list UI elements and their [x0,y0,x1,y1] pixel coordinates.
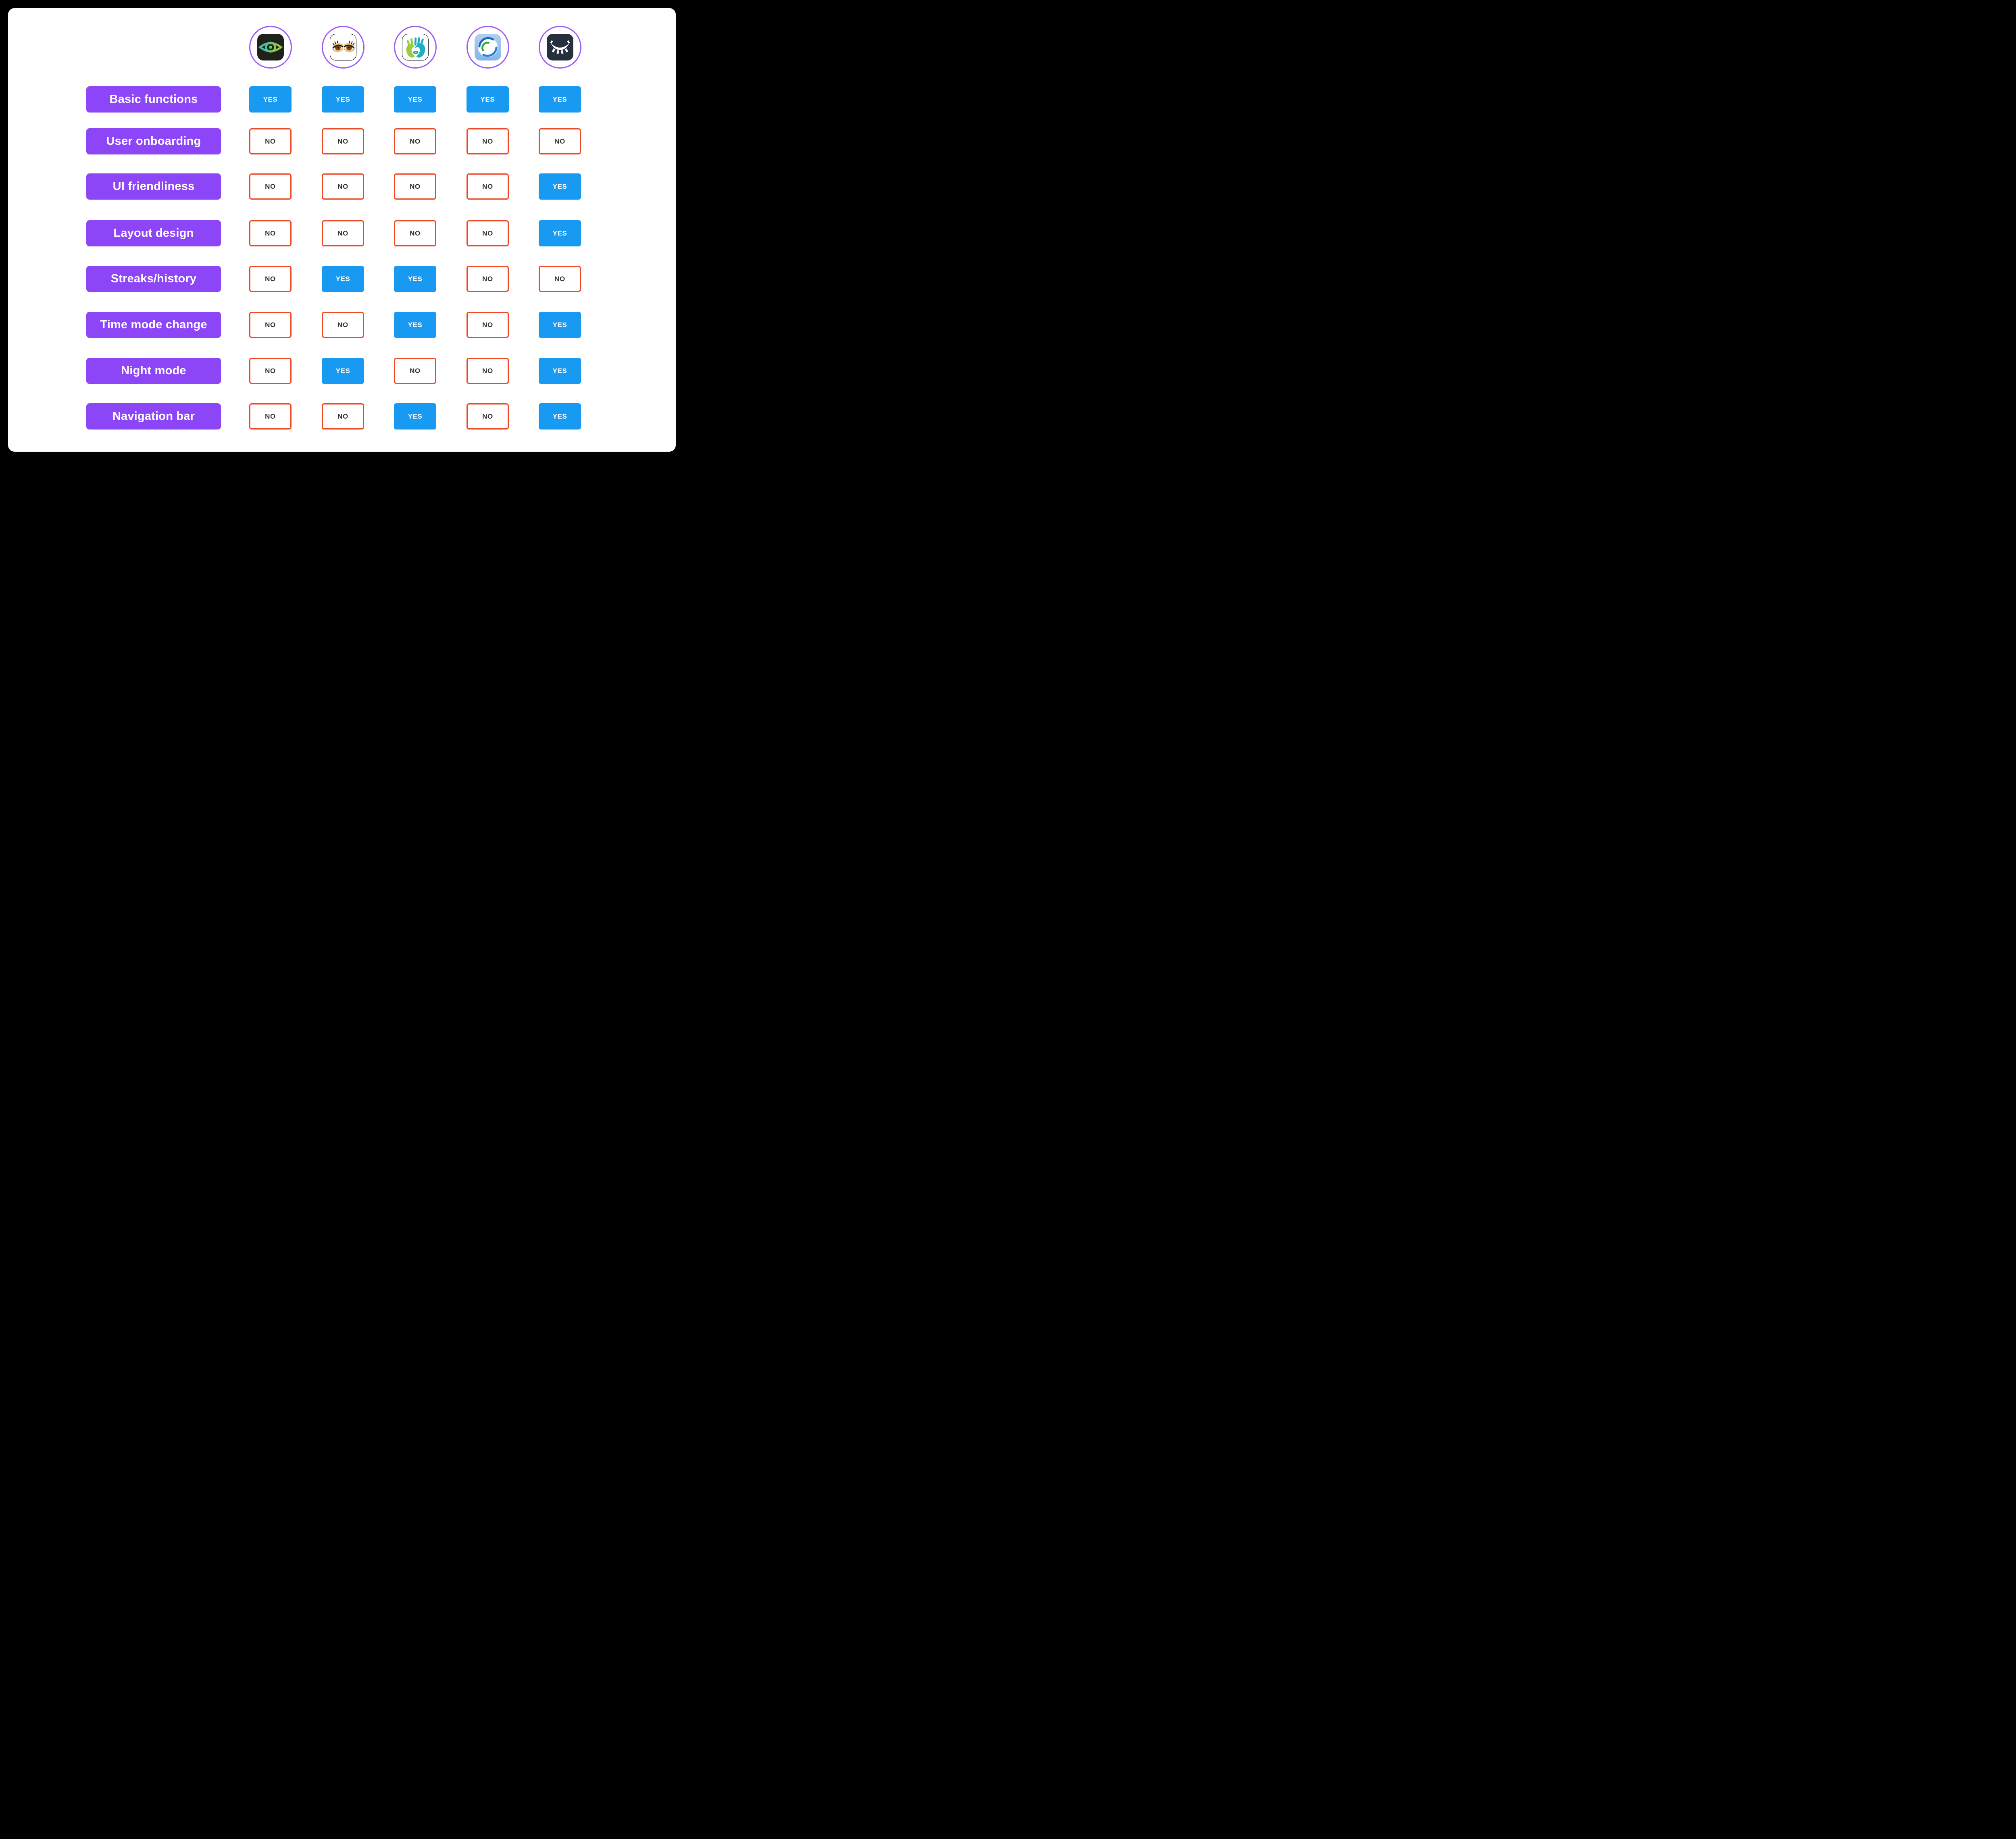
matrix-cell: NO [394,128,436,154]
matrix-cell: NO [322,403,364,430]
blue-swirl-icon [475,34,501,60]
matrix-cell: NO [467,173,509,200]
closed-eye-icon [547,34,573,60]
matrix-cell: NO [249,358,292,384]
feature-row: Time mode change NO NO YES NO YES [8,312,676,338]
matrix-cell: NO [249,220,292,246]
matrix-cell: YES [322,266,364,292]
matrix-cell: YES [539,358,581,384]
app-icon-circle-4 [467,26,509,69]
feature-label: Basic functions [86,86,221,113]
matrix-cell: YES [322,86,364,113]
feature-row: Basic functions YES YES YES YES YES [8,86,676,113]
matrix-cell: YES [394,266,436,292]
comparison-card: Basic functions YES YES YES YES YES User… [8,8,676,452]
matrix-cell: NO [322,173,364,200]
matrix-cell: NO [539,266,581,292]
matrix-cell: NO [467,128,509,154]
matrix-cell: NO [394,173,436,200]
matrix-cell: NO [249,128,292,154]
matrix-cell: YES [539,173,581,200]
matrix-cell: NO [394,220,436,246]
matrix-cell: YES [322,358,364,384]
app-icon-circle-5 [539,26,581,69]
realistic-eyes-icon [330,34,356,60]
matrix-cell: NO [467,358,509,384]
hands-heart-eye-icon [402,34,429,60]
feature-label: Night mode [86,358,221,384]
matrix-cell: NO [539,128,581,154]
gradient-eye-icon [257,34,284,60]
feature-label: Navigation bar [86,403,221,430]
matrix-cell: YES [539,220,581,246]
matrix-cell: NO [249,266,292,292]
app-icon-circle-1 [249,26,292,69]
feature-row: Layout design NO NO NO NO YES [8,220,676,246]
feature-row: User onboarding NO NO NO NO NO [8,128,676,154]
matrix-cell: NO [322,128,364,154]
matrix-cell: YES [394,403,436,430]
app-icon-circle-3 [394,26,437,69]
feature-label: Streaks/history [86,266,221,292]
matrix-cell: YES [539,312,581,338]
matrix-cell: NO [249,403,292,430]
matrix-cell: NO [467,220,509,246]
matrix-cell: YES [467,86,509,113]
matrix-cell: YES [539,403,581,430]
feature-row: Navigation bar NO NO YES NO YES [8,403,676,430]
feature-label: UI friendliness [86,173,221,200]
matrix-cell: NO [249,173,292,200]
matrix-cell: NO [322,220,364,246]
matrix-cell: NO [467,312,509,338]
feature-label: Layout design [86,220,221,246]
matrix-cell: NO [322,312,364,338]
matrix-cell: NO [467,266,509,292]
matrix-cell: YES [539,86,581,113]
feature-row: Night mode NO YES NO NO YES [8,358,676,384]
app-icon-circle-2 [322,26,364,69]
feature-label: Time mode change [86,312,221,338]
matrix-cell: NO [394,358,436,384]
feature-row: UI friendliness NO NO NO NO YES [8,173,676,200]
matrix-cell: NO [467,403,509,430]
matrix-cell: NO [249,312,292,338]
feature-row: Streaks/history NO YES YES NO NO [8,266,676,292]
matrix-cell: YES [394,86,436,113]
feature-label: User onboarding [86,128,221,154]
matrix-cell: YES [394,312,436,338]
matrix-cell: YES [249,86,292,113]
